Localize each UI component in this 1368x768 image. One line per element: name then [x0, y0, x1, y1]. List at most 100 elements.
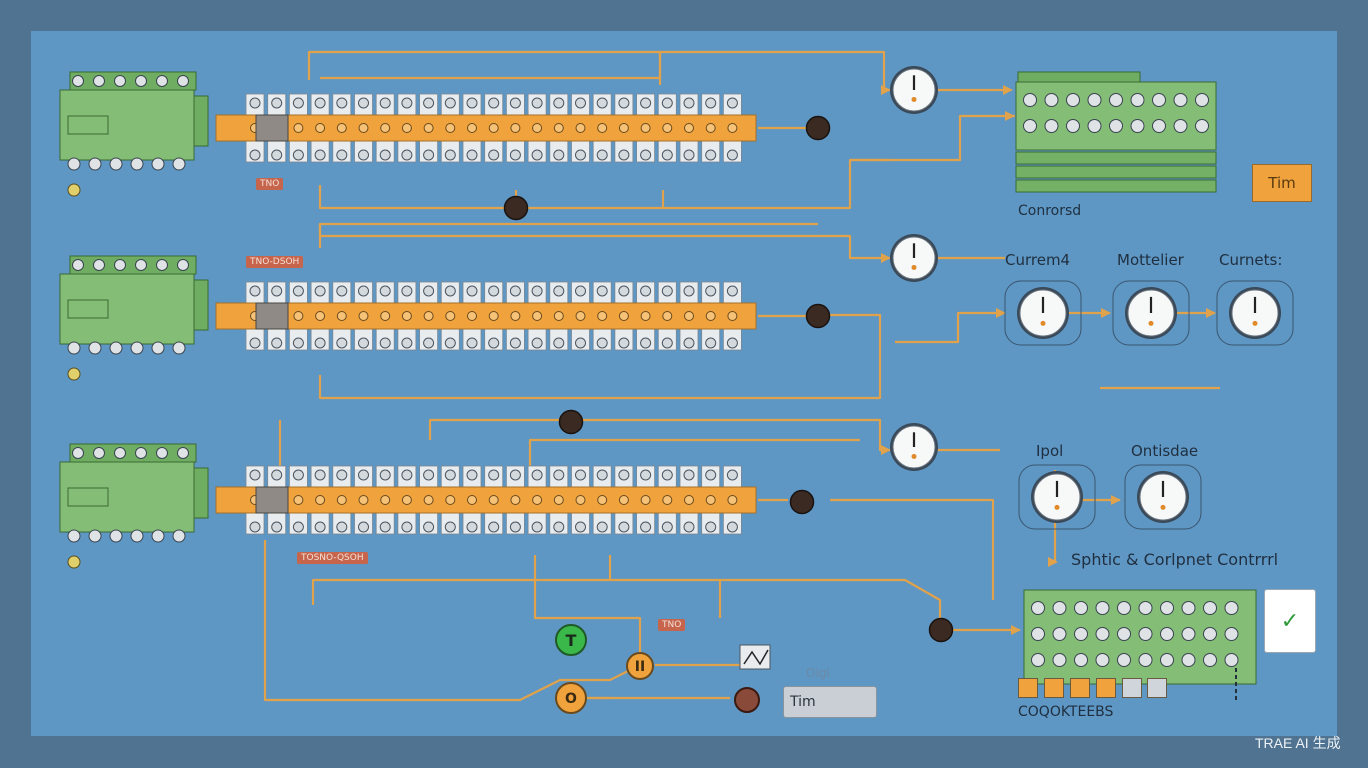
- gauge-icon: [1017, 287, 1069, 339]
- screw-icon: [1130, 93, 1145, 107]
- screw-icon: [292, 521, 304, 533]
- screw-icon: [1203, 653, 1217, 667]
- screw-icon: [618, 521, 630, 533]
- relay-module: [59, 71, 209, 197]
- screw-icon: [151, 157, 165, 171]
- screw-icon: [444, 337, 456, 349]
- screw-icon: [72, 75, 84, 87]
- gauge-dot: [1160, 504, 1166, 510]
- screw-icon: [661, 149, 673, 161]
- screw-icon: [1224, 653, 1239, 667]
- screw-icon: [423, 311, 434, 321]
- screw-icon: [109, 529, 123, 543]
- screw-icon: [271, 97, 283, 109]
- screw-icon: [423, 97, 435, 109]
- screw-icon: [575, 469, 586, 481]
- screw-icon: [293, 495, 304, 505]
- screw-icon: [249, 285, 261, 297]
- screw-icon: [444, 97, 456, 109]
- screw-icon: [135, 75, 147, 87]
- screw-icon: [1074, 601, 1088, 615]
- screw-icon: [510, 495, 521, 505]
- led-icon: [67, 555, 81, 569]
- terminal-strips: [215, 93, 757, 535]
- warning-tag: TNO-DSOH: [246, 256, 304, 268]
- gauge-dot: [911, 264, 917, 270]
- monitor-gauge: [1112, 280, 1190, 346]
- gauge-frame: [1004, 280, 1082, 346]
- screw-icon: [705, 521, 717, 533]
- screw-icon: [401, 495, 412, 505]
- screw-icon: [1023, 119, 1037, 133]
- screw-icon: [314, 521, 326, 533]
- watermark: TRAE AI 生成: [1255, 735, 1341, 751]
- wire: [528, 438, 860, 470]
- arrow-icon: [1206, 308, 1216, 318]
- screw-icon: [509, 97, 521, 109]
- screw-icon: [684, 495, 694, 505]
- screw-icon: [1181, 653, 1196, 667]
- gauge-frame: [1124, 464, 1202, 530]
- status-swatch: [1122, 678, 1142, 698]
- screw-icon: [358, 149, 369, 161]
- screw-icon: [640, 123, 651, 133]
- screw-icon: [553, 123, 564, 133]
- led-icon: [67, 367, 81, 381]
- block-body: [1015, 81, 1217, 151]
- screw-icon: [640, 469, 652, 481]
- screw-icon: [423, 469, 435, 481]
- screw-icon: [575, 97, 586, 109]
- screw-icon: [93, 259, 105, 271]
- screw-icon: [1074, 627, 1088, 641]
- screw-icon: [662, 123, 673, 133]
- screw-icon: [314, 149, 326, 161]
- screw-icon: [130, 157, 144, 171]
- module-side: [193, 279, 209, 331]
- screw-icon: [618, 123, 629, 133]
- screw-icon: [1052, 627, 1067, 641]
- screw-icon: [640, 495, 651, 505]
- warning-tag: TNO: [256, 178, 284, 190]
- wire: [318, 222, 818, 248]
- screw-icon: [1181, 601, 1196, 615]
- status-swatch: [1096, 678, 1116, 698]
- relay-module: [59, 255, 209, 381]
- screw-icon: [358, 97, 369, 109]
- screw-icon: [292, 285, 304, 297]
- screw-icon: [358, 285, 369, 297]
- screw-icon: [1130, 119, 1145, 133]
- screw-icon: [509, 337, 521, 349]
- screw-icon: [553, 469, 565, 481]
- screw-icon: [683, 97, 695, 109]
- screw-icon: [553, 495, 564, 505]
- screw-icon: [618, 311, 629, 321]
- ipol-label: Ipol: [1036, 442, 1064, 460]
- gauge-frame: [1018, 464, 1096, 530]
- screw-icon: [292, 149, 304, 161]
- screw-icon: [379, 469, 391, 481]
- screw-icon: [271, 521, 283, 533]
- screw-icon: [466, 97, 478, 109]
- screw-icon: [271, 337, 283, 349]
- screw-icon: [727, 311, 738, 321]
- screw-icon: [88, 157, 102, 171]
- screw-icon: [727, 495, 738, 505]
- screw-icon: [705, 311, 716, 321]
- timer-display: Tim: [783, 686, 877, 718]
- block-top: [1017, 71, 1141, 83]
- wire: [895, 311, 1005, 344]
- junction-node: [805, 303, 831, 329]
- screw-icon: [314, 97, 326, 109]
- ipol-gauge: [1018, 464, 1096, 530]
- module-label-plate: [67, 299, 109, 319]
- screw-icon: [249, 521, 261, 533]
- screw-icon: [467, 311, 477, 321]
- counter-gauge: [1216, 280, 1294, 346]
- status-swatch: [1044, 678, 1064, 698]
- screw-icon: [271, 285, 283, 297]
- screw-icon: [1173, 119, 1188, 133]
- pause-button-icon: II: [626, 652, 654, 680]
- screw-icon: [130, 529, 144, 543]
- gauge-frame: [1112, 280, 1190, 346]
- module-label-plate: [67, 115, 109, 135]
